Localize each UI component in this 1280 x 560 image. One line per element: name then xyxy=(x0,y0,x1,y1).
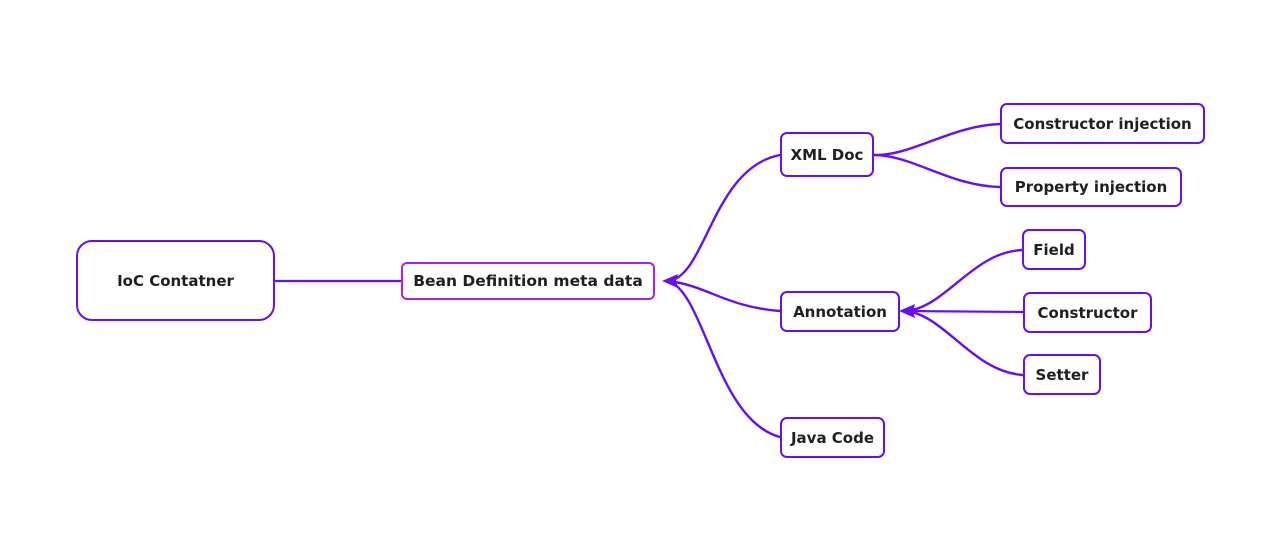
node-field[interactable]: Field xyxy=(1022,229,1086,270)
node-label: Bean Definition meta data xyxy=(413,272,643,290)
node-label: Constructor injection xyxy=(1013,114,1192,133)
node-label: Annotation xyxy=(793,302,887,321)
node-label: IoC Contatner xyxy=(117,271,234,290)
node-ioc-container[interactable]: IoC Contatner xyxy=(76,240,275,321)
node-constructor-injection[interactable]: Constructor injection xyxy=(1000,103,1205,144)
edge-bean-to-java-code xyxy=(666,279,782,439)
node-setter[interactable]: Setter xyxy=(1023,354,1101,395)
edge-bean-to-annotation xyxy=(666,279,782,313)
edge-xml-to-property-injection xyxy=(872,153,1002,189)
node-property-injection[interactable]: Property injection xyxy=(1000,167,1182,207)
node-label: Property injection xyxy=(1014,178,1168,196)
node-label: Constructor xyxy=(1037,303,1138,322)
edge-xml-to-constructor-injection xyxy=(872,122,1002,157)
node-java-code[interactable]: Java Code xyxy=(780,417,885,458)
edge-annotation-to-field xyxy=(902,248,1024,313)
edge-bean-to-xml-doc xyxy=(666,153,782,283)
node-annotation[interactable]: Annotation xyxy=(780,291,900,332)
edge-annotation-to-constructor xyxy=(902,309,1025,314)
node-bean-definition-meta-data[interactable]: Bean Definition meta data xyxy=(401,262,655,300)
node-label: XML Doc xyxy=(790,145,864,164)
arrowhead-center-node xyxy=(662,274,678,288)
arrowhead-annotation-node xyxy=(899,304,915,318)
node-label: Field xyxy=(1033,240,1075,259)
node-label: Java Code xyxy=(790,428,875,447)
node-label: Setter xyxy=(1035,365,1089,384)
edge-annotation-to-setter xyxy=(902,309,1025,377)
node-xml-doc[interactable]: XML Doc xyxy=(780,132,874,177)
node-constructor[interactable]: Constructor xyxy=(1023,292,1152,333)
